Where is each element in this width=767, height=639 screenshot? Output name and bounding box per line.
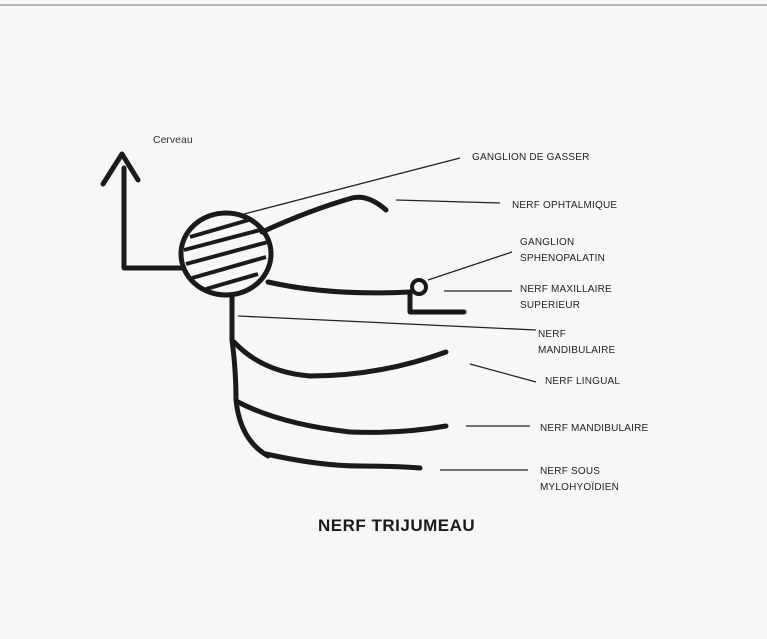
mandibular-trunk: [229, 293, 271, 459]
label-maxillaire-line1: NERF MAXILLAIRE: [520, 284, 612, 295]
diagram-title: NERF TRIJUMEAU: [318, 516, 475, 535]
label-ganglion-spheno-line2: SPHENOPALATIN: [520, 253, 605, 264]
ophthalmic-nerve: [259, 194, 389, 235]
label-nerf-lingual: NERF LINGUAL: [545, 376, 620, 387]
brain-connector-nerve: [121, 165, 189, 271]
lingual-nerve: [231, 339, 449, 379]
label-nerf-mandibulaire: NERF MANDIBULAIRE: [540, 423, 649, 434]
inferior-alveolar-nerve: [235, 399, 449, 435]
label-ganglion-spheno-line1: GANGLION: [520, 237, 574, 248]
maxillary-superior-branch: [407, 289, 467, 315]
label-ganglion-gasser: GANGLION DE GASSER: [472, 152, 590, 163]
leader-mandibulaire-trunk: [237, 315, 537, 331]
label-mandibulaire-line1: NERF: [538, 329, 566, 340]
leader-lingual: [469, 363, 537, 383]
leader-ophtalmique: [395, 199, 501, 204]
mylohyoid-nerve: [263, 451, 423, 471]
leader-sphenopalatin: [427, 251, 513, 281]
maxillary-nerve: [265, 279, 413, 296]
brain-arrowhead: [100, 151, 141, 187]
label-sous-line1: NERF SOUS: [540, 466, 600, 477]
label-maxillaire-line2: SUPERIEUR: [520, 300, 580, 311]
leader-gasser: [243, 157, 461, 215]
sphenopalatine-ganglion: [410, 278, 428, 296]
label-sous-line2: MYLOHYOÏDIEN: [540, 481, 619, 493]
label-mandibulaire-line2: MANDIBULAIRE: [538, 345, 616, 356]
gasser-ganglion: [178, 210, 274, 298]
label-nerf-ophtalmique: NERF OPHTALMIQUE: [512, 200, 617, 211]
cerveau-label: Cerveau: [153, 134, 193, 146]
